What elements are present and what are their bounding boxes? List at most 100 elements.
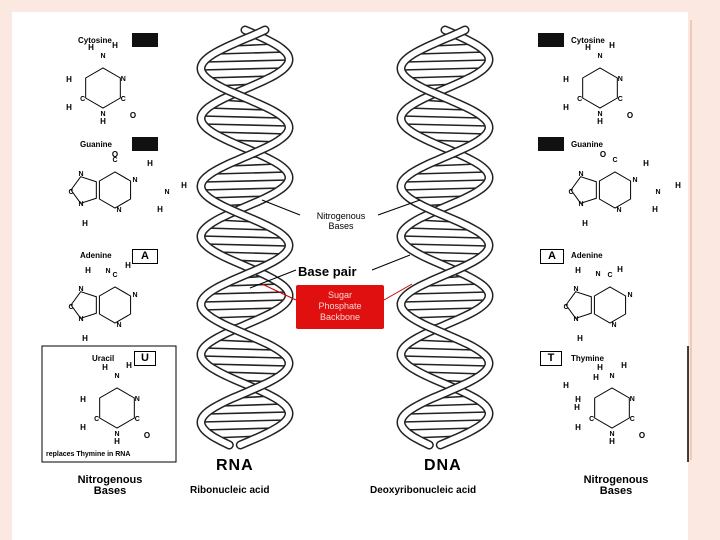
left-cytosine-molecule-atom-h: H xyxy=(112,41,118,50)
right-thymine-molecule-atom-h: H xyxy=(621,361,627,370)
bottom-left-line2: Bases xyxy=(60,486,160,497)
left-guanine-atom-o: O xyxy=(112,150,118,159)
left-adenine-molecule-atom-h: H xyxy=(82,334,88,343)
right-guanine-molecule-atom-n: N xyxy=(578,171,583,178)
left-guanine-molecule-atom-n: N xyxy=(132,177,137,184)
base-pair-label: Base pair xyxy=(298,264,357,279)
left-guanine-molecule-atom-n: N xyxy=(116,207,121,214)
right-adenine-molecule-ring5 xyxy=(566,292,591,319)
rna-base-rung xyxy=(201,356,286,358)
right-guanine-molecule-atom-h: H xyxy=(582,219,588,228)
right-adenine-molecule-atom-n: N xyxy=(627,292,632,299)
left-guanine-molecule-atom-c: C xyxy=(68,189,73,196)
left-guanine-atom-h: H xyxy=(157,205,163,214)
backbone-line1: Sugar xyxy=(296,290,384,301)
backbone-line2: Phosphate xyxy=(296,301,384,312)
dna-base-rung xyxy=(408,412,489,414)
dna-title: DNA xyxy=(424,457,462,475)
left-adenine-molecule-ring5 xyxy=(71,292,96,319)
left-adenine-molecule-atom-n: N xyxy=(116,322,121,329)
left-uracil-molecule-atom-h: H xyxy=(126,361,132,370)
rna-base-rung xyxy=(201,116,281,118)
right-thymine-molecule-atom-n: N xyxy=(609,373,614,380)
right-cytosine-molecule-atom-n: N xyxy=(618,76,623,83)
right-cytosine-molecule-atom-h: H xyxy=(609,41,615,50)
rna-base-rung xyxy=(203,180,288,182)
left-adenine-letter: A xyxy=(132,249,158,264)
right-cytosine-molecule-atom-o: O xyxy=(627,111,633,120)
dna-base-rung xyxy=(413,172,487,174)
left-guanine-label: Guanine xyxy=(80,140,112,149)
left-guanine-molecule-ring6 xyxy=(99,172,130,208)
left-guanine-atom-h: H xyxy=(181,181,187,190)
rna-base-rung xyxy=(210,292,288,294)
left-cytosine-molecule-atom-c: C xyxy=(121,96,126,103)
left-uracil-molecule-atom-h: H xyxy=(80,395,86,404)
right-guanine-label: Guanine xyxy=(571,140,603,149)
left-uracil-molecule-atom-n: N xyxy=(135,396,140,403)
left-cytosine-molecule-atom-h: H xyxy=(100,117,106,126)
left-adenine-label: Adenine xyxy=(80,251,112,260)
right-thymine-molecule-atom-c: C xyxy=(630,416,635,423)
left-uracil-molecule-ring xyxy=(100,388,135,428)
right-guanine-molecule-atom-n: N xyxy=(616,207,621,214)
right-adenine-label: Adenine xyxy=(571,251,603,260)
right-guanine-atom-h: H xyxy=(643,159,649,168)
right-thymine-molecule-atom-c: C xyxy=(589,416,594,423)
left-uracil-label: Uracil xyxy=(92,354,114,363)
dna-base-rung xyxy=(405,60,489,62)
dna-base-rung xyxy=(401,356,486,358)
right-adenine-atom-n: N xyxy=(595,271,600,278)
right-cytosine-label: Cytosine xyxy=(571,36,605,45)
right-adenine-molecule-atom-n: N xyxy=(573,316,578,323)
bottom-left-bases-label: Nitrogenous Bases xyxy=(60,475,160,497)
right-cytosine-molecule-atom-c: C xyxy=(618,96,623,103)
dna-base-rung xyxy=(401,236,484,238)
right-cytosine-molecule-atom-c: C xyxy=(577,96,582,103)
left-cytosine-molecule-ring xyxy=(86,68,121,108)
rna-base-rung xyxy=(217,52,286,54)
right-cytosine-molecule-atom-h: H xyxy=(563,103,569,112)
base-pair-pointer-right xyxy=(372,255,410,270)
rna-subtitle: Ribonucleic acid xyxy=(190,485,269,496)
left-adenine-molecule-ring6 xyxy=(99,287,130,323)
rna-base-rung xyxy=(202,300,288,302)
bottom-right-line2: Bases xyxy=(566,486,666,497)
right-adenine-molecule-atom-n: N xyxy=(611,322,616,329)
left-guanine-atom-n: N xyxy=(164,189,169,196)
rna-base-rung xyxy=(204,244,288,246)
left-cytosine-label: Cytosine xyxy=(78,36,112,45)
rna-base-rung xyxy=(203,124,288,126)
left-adenine-atom-h: H xyxy=(125,261,131,270)
left-adenine-molecule-atom-c: C xyxy=(68,304,73,311)
left-uracil-molecule-atom-c: C xyxy=(135,416,140,423)
right-thymine-molecule-atom-h: H xyxy=(575,423,581,432)
left-adenine-molecule-atom-n: N xyxy=(132,292,137,299)
rna-base-rung xyxy=(207,364,289,366)
dna-base-rung xyxy=(407,364,489,366)
dna-base-rung xyxy=(404,244,488,246)
center-nitrogenous-bases-label: Nitrogenous Bases xyxy=(302,211,380,231)
left-adenine-atom-h: H xyxy=(85,266,91,275)
left-cytosine-molecule-atom-n: N xyxy=(121,76,126,83)
dna-base-rung xyxy=(401,68,485,70)
right-guanine-block xyxy=(538,137,564,151)
right-adenine-molecule-ring6 xyxy=(594,287,625,323)
right-adenine-atom-h: H xyxy=(575,266,581,275)
rna-base-rung xyxy=(208,412,289,414)
left-cytosine-molecule-atom-h: H xyxy=(66,103,72,112)
right-adenine-molecule-atom-c: C xyxy=(563,304,568,311)
dna-base-rung xyxy=(402,300,488,302)
left-uracil-molecule-atom-o: O xyxy=(144,431,150,440)
right-thymine-molecule-atom-h: H xyxy=(609,437,615,446)
left-guanine-molecule-ring5 xyxy=(71,177,96,204)
right-thymine-label: Thymine xyxy=(571,354,604,363)
left-uracil-letter: U xyxy=(134,351,156,366)
backbone-line3: Backbone xyxy=(296,312,384,323)
sugar-phosphate-backbone-box: Sugar Phosphate Backbone xyxy=(296,285,384,329)
right-thymine-molecule-atom-o: O xyxy=(639,431,645,440)
right-guanine-molecule-atom-n: N xyxy=(578,201,583,208)
nitrogenous-pointer-left xyxy=(262,200,300,215)
left-uracil-molecule-atom-n: N xyxy=(114,373,119,380)
dna-base-rung xyxy=(401,116,481,118)
